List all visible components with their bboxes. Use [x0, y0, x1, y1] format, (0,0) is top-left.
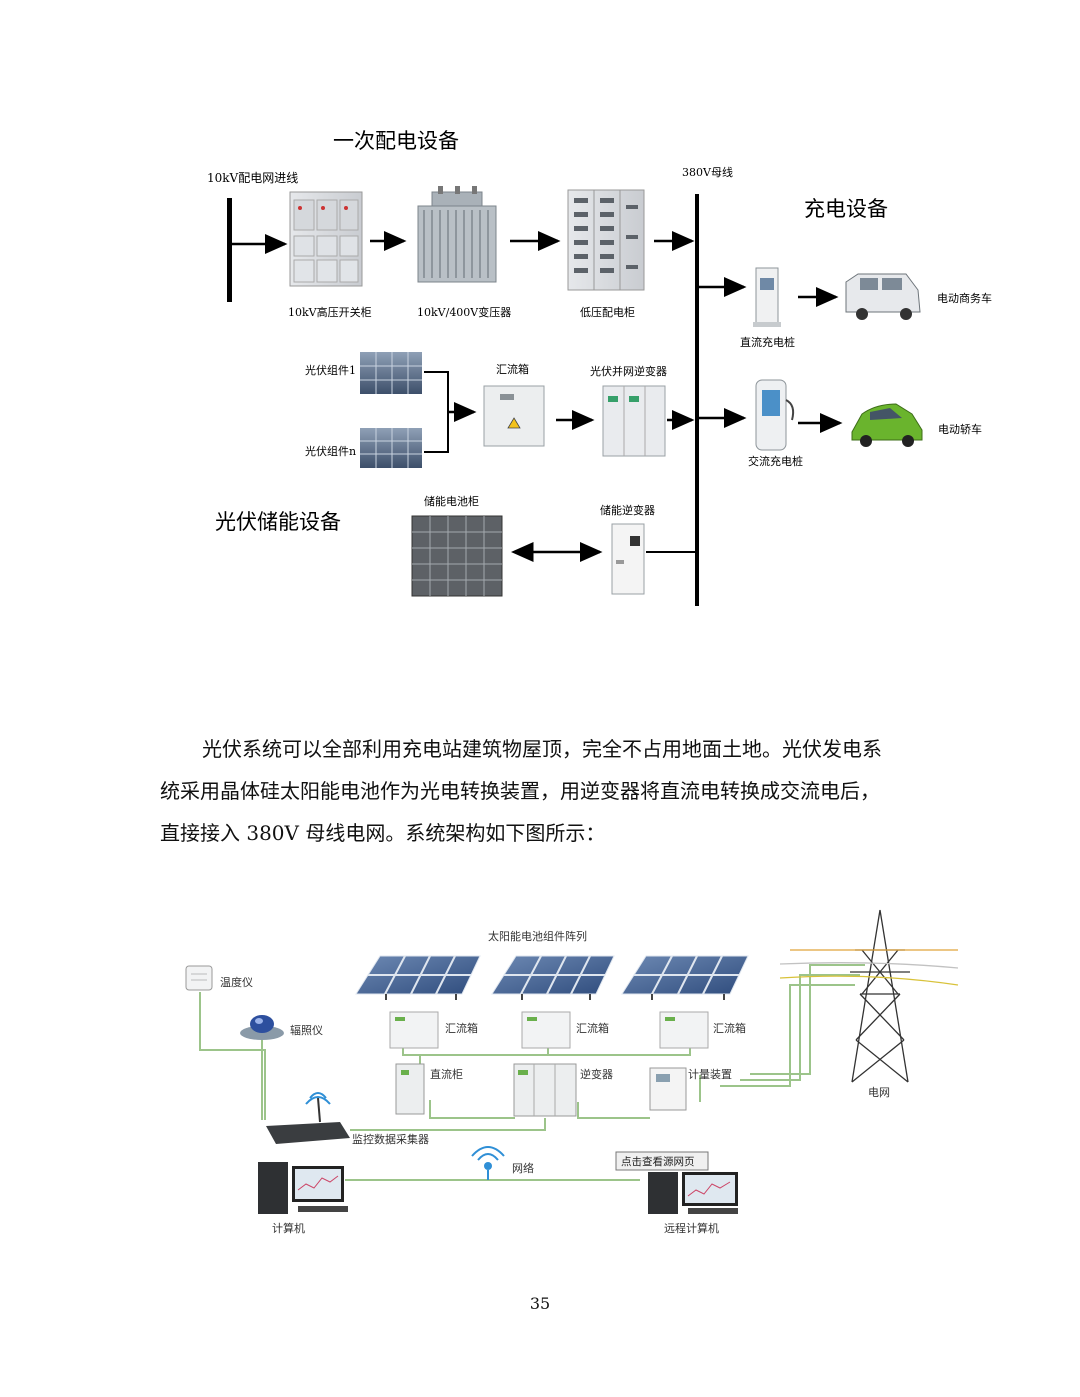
paragraph-line-3: 直接接入 380V 母线电网。系统架构如下图所示： [160, 821, 606, 845]
combiner-2-label: 汇流箱 [576, 1021, 609, 1035]
section-primary-title: 一次配电设备 [333, 129, 459, 153]
paragraph-line-1: 光伏系统可以全部利用充电站建筑物屋顶，完全不占用地面土地。光伏发电系 [202, 737, 882, 761]
body-paragraph: 光伏系统可以全部利用充电站建筑物屋顶，完全不占用地面土地。光伏发电系 统采用晶体… [160, 728, 930, 854]
lv-cabinet-label: 低压配电柜 [580, 306, 635, 319]
metering-label: 计量装置 [688, 1068, 732, 1081]
combiner-box-3-icon [659, 1011, 709, 1049]
inverter-label: 逆变器 [580, 1067, 613, 1081]
solar-panel-group-1-icon [355, 955, 481, 1000]
paragraph-line-2: 统采用晶体硅太阳能电池作为光电转换装置，用逆变器将直流电转换成交流电后， [160, 779, 880, 803]
grid-label: 电网 [868, 1086, 890, 1099]
page-number: 35 [529, 1294, 551, 1313]
battery-cabinet-icon [411, 515, 503, 597]
ev-car-icon [851, 403, 923, 447]
bus-380-bar [695, 194, 699, 606]
dc-cabinet-icon [395, 1063, 425, 1115]
combiner-box-2-icon [521, 1011, 571, 1049]
irradiance-meter-label: 辐照仪 [290, 1023, 323, 1037]
transformer-icon [417, 186, 497, 283]
combiner-1-label: 汇流箱 [445, 1021, 478, 1035]
computer-icon [258, 1162, 348, 1214]
dc-charger-icon [753, 267, 781, 327]
combiner-3-label: 汇流箱 [713, 1021, 746, 1035]
lv-cabinet-icon [567, 189, 645, 291]
pv-merge-bracket [424, 371, 449, 453]
incoming-bus-bar [227, 198, 232, 302]
network-icon [471, 1146, 505, 1180]
combiner-box-label: 汇流箱 [496, 362, 529, 376]
metering-device-icon [649, 1067, 687, 1111]
ac-charger-label: 交流充电桩 [748, 454, 803, 468]
ac-charger-icon [755, 379, 795, 451]
pv-inverter-label: 光伏并网逆变器 [590, 364, 667, 378]
pv-inverter-icon [602, 385, 666, 457]
solar-array-label: 太阳能电池组件阵列 [488, 929, 587, 943]
pv-module-n-label: 光伏组件n [305, 444, 356, 458]
bus-380-label: 380V母线 [682, 165, 733, 179]
transformer-label: 10kV/400V变压器 [417, 305, 511, 319]
view-source-button[interactable]: 点击查看源网页 [615, 1151, 709, 1171]
irradiance-meter-icon [240, 1015, 284, 1040]
dc-cabinet-label: 直流柜 [430, 1067, 463, 1081]
data-collector-icon [266, 1092, 350, 1144]
storage-inverter-icon [611, 523, 645, 595]
collector-label: 监控数据采集器 [352, 1132, 429, 1146]
remote-computer-label: 远程计算机 [664, 1221, 719, 1235]
remote-computer-icon [648, 1172, 738, 1214]
pv-module-n-icon [360, 428, 422, 468]
dc-charger-label: 直流充电桩 [740, 335, 795, 349]
section-charging-title: 充电设备 [804, 197, 888, 221]
thermometer-icon [185, 965, 213, 991]
combiner-box-icon [483, 385, 545, 447]
computer-label: 计算机 [272, 1221, 305, 1235]
hv-switchgear-icon [289, 191, 363, 287]
solar-panel-group-2-icon [491, 955, 615, 1000]
power-distribution-diagram: 一次配电设备 充电设备 光伏储能设备 10kV配电网进线 10kV高压开关柜 1… [207, 129, 992, 606]
inverter-icon [513, 1063, 577, 1117]
thermometer-label: 温度仪 [220, 975, 253, 989]
view-source-label: 点击查看源网页 [621, 1155, 695, 1168]
transmission-tower-icon [779, 909, 959, 1083]
ev-van-label: 电动商务车 [937, 291, 992, 305]
ev-car-label: 电动轿车 [938, 422, 982, 436]
hv-switchgear-label: 10kV高压开关柜 [288, 305, 372, 319]
ev-van-icon [845, 273, 921, 320]
section-storage-title: 光伏储能设备 [215, 510, 341, 534]
battery-cabinet-label: 储能电池柜 [424, 494, 479, 508]
incoming-line-label: 10kV配电网进线 [207, 171, 298, 185]
network-label: 网络 [512, 1161, 534, 1175]
storage-inverter-label: 储能逆变器 [600, 503, 655, 517]
combiner-box-1-icon [389, 1011, 439, 1049]
pv-module-1-label: 光伏组件1 [305, 363, 356, 377]
pv-module-1-icon [360, 352, 422, 394]
pv-architecture-diagram: 太阳能电池组件阵列 温度仪 辐照仪 [185, 909, 959, 1235]
solar-panel-group-3-icon [621, 955, 749, 1000]
